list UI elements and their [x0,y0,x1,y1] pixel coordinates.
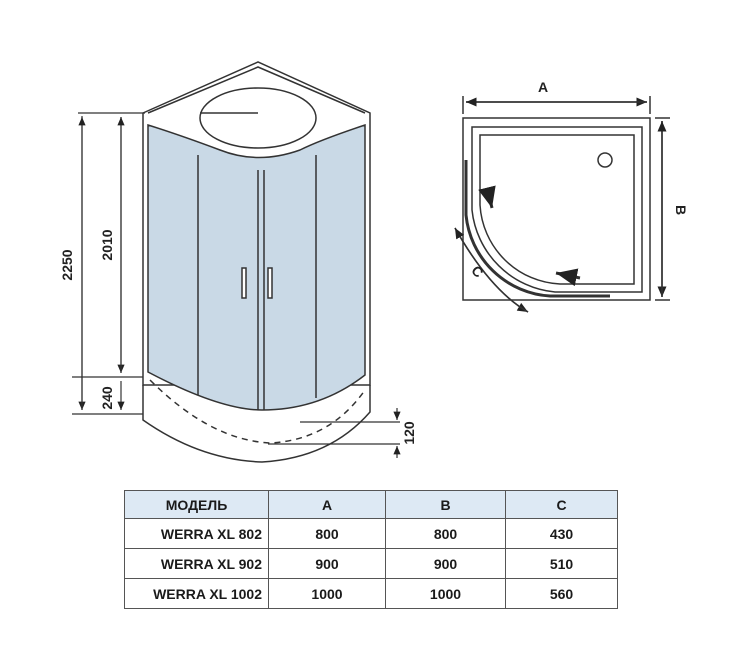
a-cell: 1000 [268,578,386,609]
a-cell: 800 [268,518,386,549]
table-row: WERRA XL 1002 1000 1000 560 [124,578,618,609]
shower-plan-view [454,96,670,313]
c-cell: 510 [505,548,618,579]
c-cell: 430 [505,518,618,549]
depth-b-label: B [673,205,689,215]
tray-depth-label: 120 [401,421,417,445]
header-model: МОДЕЛЬ [124,490,269,519]
models-table: МОДЕЛЬ A B C WERRA XL 802 800 800 430 WE… [124,490,618,609]
model-cell: WERRA XL 902 [124,548,269,579]
shower-drawings: 2250 2010 240 120 A B C [59,61,689,463]
b-cell: 1000 [385,578,506,609]
tray-height-label: 240 [99,386,115,410]
shower-elevation-view [142,61,371,463]
width-a-label: A [538,79,548,95]
a-cell: 900 [268,548,386,579]
cabin-height-label: 2010 [99,229,115,260]
total-height-label: 2250 [59,249,75,280]
table-row: WERRA XL 902 900 900 510 [124,548,618,579]
model-cell: WERRA XL 802 [124,518,269,549]
table-header-row: МОДЕЛЬ A B C [124,490,618,519]
header-c: C [505,490,618,519]
header-b: B [385,490,506,519]
table-row: WERRA XL 802 800 800 430 [124,518,618,549]
c-cell: 560 [505,578,618,609]
header-a: A [268,490,386,519]
dimension-lines [72,112,401,458]
model-cell: WERRA XL 1002 [124,578,269,609]
b-cell: 800 [385,518,506,549]
b-cell: 900 [385,548,506,579]
